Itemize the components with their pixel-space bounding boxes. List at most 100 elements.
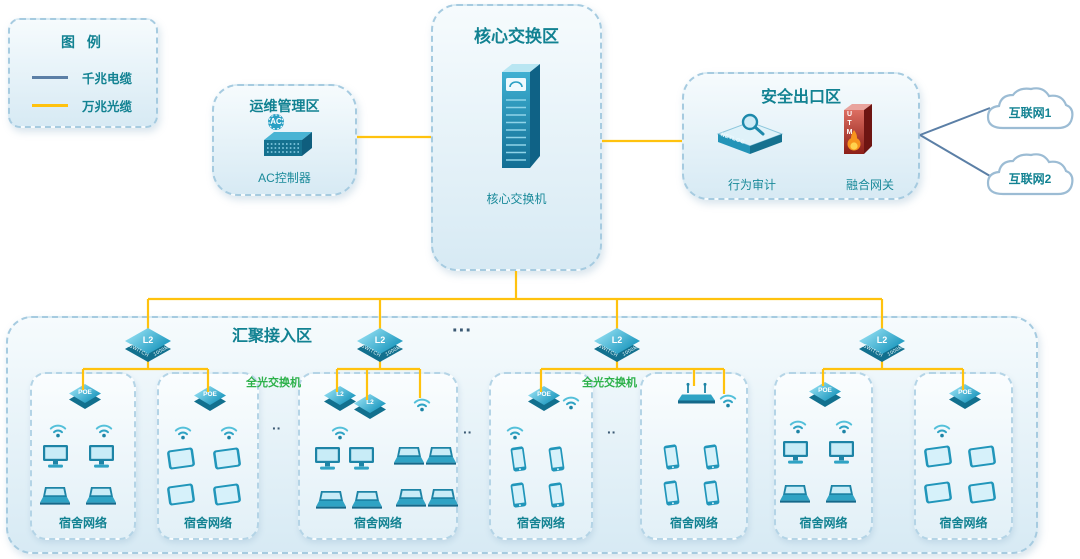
utm-gateway-icon: UTM: [834, 102, 878, 165]
wifi-icon: [932, 422, 952, 438]
legend-title: 图 例: [61, 34, 105, 50]
tablet-icon: [212, 446, 243, 471]
poe-label: POE: [958, 389, 972, 396]
core-zone-title: 核心交换区: [474, 27, 559, 46]
poe-label: POE: [818, 387, 832, 394]
behavior-audit-icon: NETLOG: [712, 110, 788, 161]
l2-switch-label: L2: [611, 335, 623, 345]
core-switch-icon: [490, 58, 546, 181]
wifi-icon: [412, 396, 432, 412]
internet-cloud-1: 互联网1: [981, 84, 1079, 143]
dorm-network-label: 宿舍网络: [799, 516, 848, 530]
laptop-icon: [396, 488, 426, 508]
dorm-network-box: POE 宿舍网络: [30, 372, 136, 540]
legend-item-copper: 千兆电缆: [32, 68, 132, 87]
poe-switch-icon: POE: [194, 386, 226, 414]
phone-icon: [702, 479, 720, 507]
core-switch-label: 核心交换机: [486, 192, 547, 206]
dorm-network-label: 宿舍网络: [58, 516, 107, 530]
phone-icon: [547, 481, 565, 509]
desktop-icon: [88, 444, 115, 469]
l2-aggregation-switch-icon: L2 SWITCH 1000M: [357, 328, 403, 366]
copper-line-swatch: [32, 76, 68, 79]
ac-controller-label: AC控制器: [258, 171, 311, 185]
dorm-network-label: 宿舍网络: [939, 516, 988, 530]
tablet-icon: [166, 446, 197, 471]
tablet-icon: [923, 480, 954, 505]
legend-panel: 图 例 千兆电缆 万兆光缆: [8, 18, 158, 128]
utm-label: UTM: [846, 111, 853, 138]
tablet-icon: [923, 444, 954, 469]
wifi-icon: [48, 422, 68, 438]
dorm-network-label: 宿舍网络: [516, 516, 565, 530]
ellipsis: ··: [272, 420, 282, 436]
wifi-icon: [330, 424, 350, 440]
desktop-icon: [828, 440, 855, 465]
laptop-icon: [428, 488, 458, 508]
laptop-icon: [40, 486, 70, 506]
desktop-icon: [42, 444, 69, 469]
wifi-icon: [834, 418, 854, 434]
wifi-icon: [94, 422, 114, 438]
internet1-label: 互联网1: [1008, 106, 1052, 120]
desktop-icon: [314, 446, 341, 471]
dorm-network-box: POE 宿舍网络: [914, 372, 1013, 540]
poe-switch-icon: POE: [528, 386, 560, 414]
l2-access-switch-icon: L2: [354, 394, 386, 422]
l2-switch-label: L2: [876, 335, 888, 345]
optical-switch-label: 全光交换机: [246, 377, 301, 389]
l2-aggregation-switch-icon: L2 SWITCH 1000M: [125, 328, 171, 366]
tablet-icon: [967, 444, 998, 469]
copper-1g-links: [919, 107, 991, 177]
l2-label: L2: [366, 399, 374, 406]
poe-label: POE: [78, 389, 92, 396]
tablet-icon: [967, 480, 998, 505]
security-exit-zone: 安全出口区 NETLOG UTM 行为审计 融合网关: [682, 72, 920, 200]
poe-switch-icon: POE: [809, 382, 841, 410]
behavior-audit-label: 行为审计: [727, 178, 776, 192]
laptop-icon: [426, 446, 456, 466]
phone-icon: [662, 479, 680, 507]
security-zone-title: 安全出口区: [760, 89, 841, 106]
phone-icon: [509, 481, 527, 509]
dorm-network-label: 宿舍网络: [183, 516, 232, 530]
laptop-icon: [352, 490, 382, 510]
dorm-network-box: L2 L2 宿舍网络: [298, 372, 458, 540]
poe-switch-icon: POE: [69, 384, 101, 412]
poe-switch-icon: POE: [949, 384, 981, 412]
internet-cloud-2: 互联网2: [981, 150, 1079, 209]
dorm-network-box: 宿舍网络: [640, 372, 748, 540]
l2-switch-label: L2: [374, 335, 386, 345]
core-switch-zone: 核心交换区 核心交换机: [431, 4, 602, 271]
wifi-icon: [505, 424, 525, 440]
wifi-icon: [718, 392, 738, 408]
gateway-label: 融合网关: [845, 178, 894, 192]
l2-label: L2: [336, 391, 344, 398]
access-zone-title: 汇聚接入区: [232, 328, 313, 345]
laptop-icon: [826, 484, 856, 504]
ac-controller-icon: AC: [254, 112, 318, 169]
legend-item-fiber: 万兆光缆: [32, 96, 132, 115]
ops-zone-title: 运维管理区: [249, 98, 320, 114]
phone-icon: [662, 443, 680, 471]
wifi-icon: [219, 424, 239, 440]
dorm-network-box: POE 宿舍网络: [157, 372, 259, 540]
tablet-icon: [166, 482, 197, 507]
ac-bubble-label: AC: [270, 117, 282, 126]
wireless-router-icon: [678, 382, 715, 406]
wifi-icon: [788, 418, 808, 434]
phone-icon: [547, 445, 565, 473]
ellipsis: ···: [452, 320, 472, 342]
dorm-network-box: POE 宿舍网络: [774, 372, 873, 540]
wifi-icon: [561, 394, 581, 410]
desktop-icon: [782, 440, 809, 465]
optical-switch-label: 全光交换机: [582, 377, 637, 389]
ellipsis: ··: [463, 424, 473, 440]
l2-switch-label: L2: [142, 335, 154, 345]
cloud-icon: [986, 153, 1074, 196]
legend-copper-label: 千兆电缆: [82, 72, 133, 86]
ellipsis: ··: [607, 424, 617, 440]
laptop-icon: [316, 490, 346, 510]
ops-management-zone: 运维管理区 AC AC控制器: [212, 84, 357, 196]
